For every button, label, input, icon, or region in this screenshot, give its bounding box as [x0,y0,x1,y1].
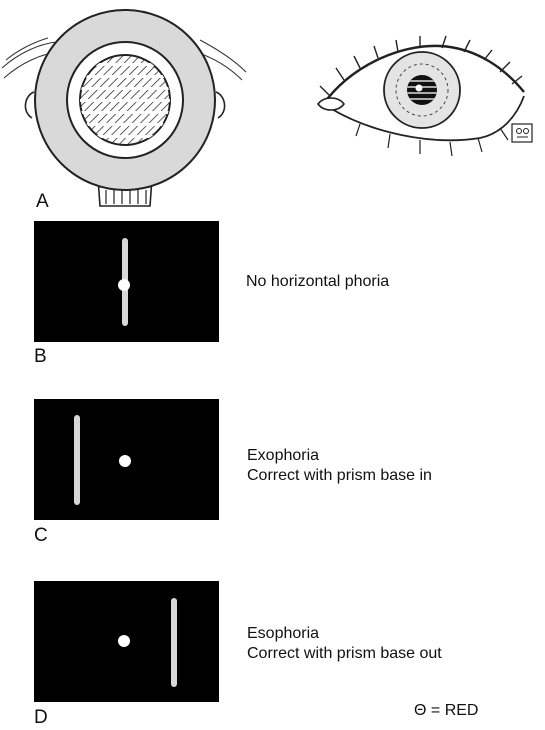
panel-c-light-dot [119,455,131,467]
panel-b-screen [34,221,219,342]
panel-letter-b: B [34,347,47,366]
panel-letter-a: A [36,192,49,211]
panel-d-rod-streak [171,598,177,687]
panel-c-caption-line-2: Correct with prism base in [247,466,432,486]
legend-text: = RED [431,702,479,719]
panel-d-screen [34,581,219,702]
panel-c-caption: Exophoria Correct with prism base in [247,446,432,486]
panel-letter-d: D [34,708,48,727]
panel-letter-c: C [34,526,48,545]
panel-c-screen [34,399,219,520]
legend-symbol: Θ [414,702,426,719]
light-reflex [416,85,423,92]
panel-c-caption-line-1: Exophoria [247,446,432,466]
panel-d-light-dot [118,635,130,647]
legend: Θ = RED [414,701,478,721]
panel-b-light-dot [118,279,130,291]
panel-d-caption-line-1: Esophoria [247,624,442,644]
eye-illustration [0,0,545,230]
panel-d-caption-line-2: Correct with prism base out [247,644,442,664]
panel-b-caption: No horizontal phoria [246,272,389,292]
panel-d-caption: Esophoria Correct with prism base out [247,624,442,664]
pupil [407,75,437,105]
panel-c-rod-streak [74,415,80,505]
publisher-mark [512,124,532,142]
panel-b-caption-line: No horizontal phoria [246,272,389,292]
